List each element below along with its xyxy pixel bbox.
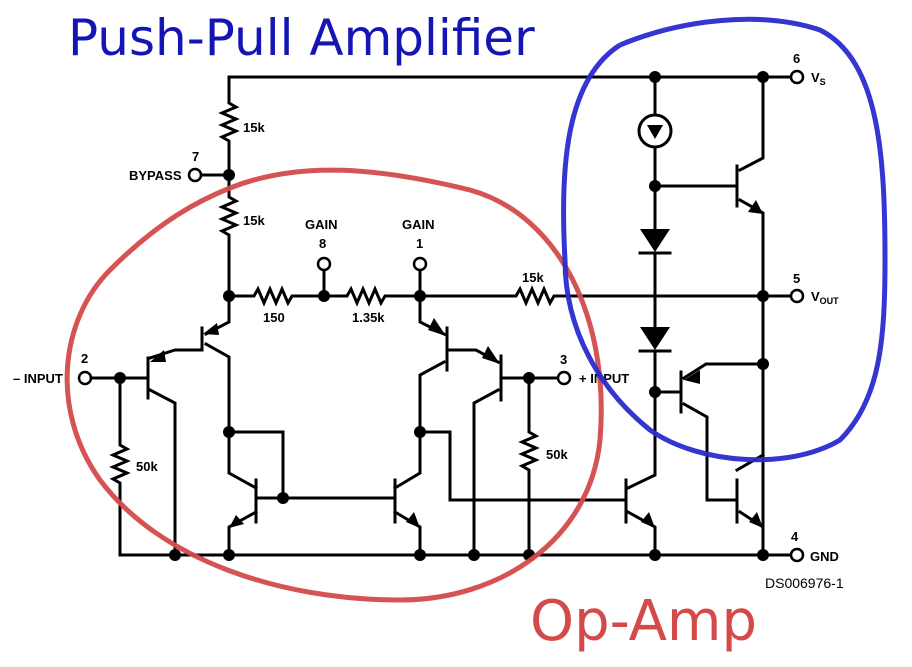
resistor-1.35k-label: 1.35k: [352, 310, 385, 325]
pin-gain-1[interactable]: [412, 256, 428, 272]
pin-neg-input[interactable]: [77, 370, 93, 386]
resistor-15k-top-label: 15k: [243, 120, 265, 135]
resistor-15k-feedback: [418, 285, 792, 307]
pnp-transistor-left-upper: [200, 294, 231, 434]
resistor-150: [227, 285, 326, 307]
resistor-1.35k: [322, 285, 422, 307]
op-amp-title: Op-Amp: [530, 589, 757, 654]
pin-vs-label: VS: [811, 70, 826, 87]
pin-bypass-label: BYPASS: [129, 168, 182, 183]
resistor-15k-top: [218, 75, 240, 177]
pin-5-number: 5: [793, 271, 800, 286]
pin-3-number: 3: [560, 352, 567, 367]
resistor-50k-pos: [518, 376, 540, 557]
pnp-transistor-left-lower: [146, 348, 204, 557]
npn-mirror-left: [227, 430, 397, 557]
vs-rail: [227, 71, 792, 83]
pin-7-number: 7: [192, 149, 199, 164]
pin-gain-8-label: GAIN: [305, 217, 338, 232]
pnp-transistor-right-lower: [472, 346, 503, 557]
resistor-50k-neg-label: 50k: [136, 459, 158, 474]
pin-vout-label: VOUT: [811, 289, 839, 306]
current-source: [637, 113, 673, 149]
pin-gain-1-label: GAIN: [402, 217, 435, 232]
push-pull-title: Push-Pull Amplifier: [68, 9, 535, 67]
resistor-15k-feedback-label: 15k: [522, 270, 544, 285]
resistor-50k-neg: [109, 376, 131, 557]
document-id: DS006976-1: [765, 575, 844, 591]
npn-current-sink: [624, 478, 657, 557]
pin-vs[interactable]: [789, 69, 805, 85]
pin-6-number: 6: [793, 51, 800, 66]
resistor-15k-mid-label: 15k: [243, 213, 265, 228]
diode-upper: [638, 229, 672, 255]
pin-neg-input-label: – INPUT: [13, 371, 63, 386]
pin-gnd-label: GND: [810, 549, 839, 564]
npn-mirror-right: [392, 430, 422, 557]
pin-8-number: 8: [319, 236, 326, 251]
gnd-rail: [118, 549, 792, 561]
pin-pos-input[interactable]: [556, 370, 572, 386]
pin-2-number: 2: [81, 351, 88, 366]
pin-vout[interactable]: [789, 288, 805, 304]
pnp-transistor-right-upper: [418, 294, 501, 434]
resistor-150-label: 150: [263, 310, 285, 325]
diode-lower: [638, 327, 672, 353]
resistor-15k-mid: [218, 173, 240, 298]
pin-1-number: 1: [416, 236, 423, 251]
pnp-output-lower: [679, 362, 765, 502]
npn-output-lower: [734, 452, 766, 557]
pin-bypass[interactable]: [187, 167, 203, 183]
op-amp-annotation-loop: [64, 167, 604, 603]
push-pull-annotation-loop: [561, 16, 888, 463]
pin-4-number: 4: [791, 529, 799, 544]
pin-gnd[interactable]: [789, 547, 805, 563]
resistor-50k-pos-label: 50k: [546, 447, 568, 462]
pin-gain-8[interactable]: [316, 256, 332, 272]
npn-output-upper: [735, 75, 765, 557]
